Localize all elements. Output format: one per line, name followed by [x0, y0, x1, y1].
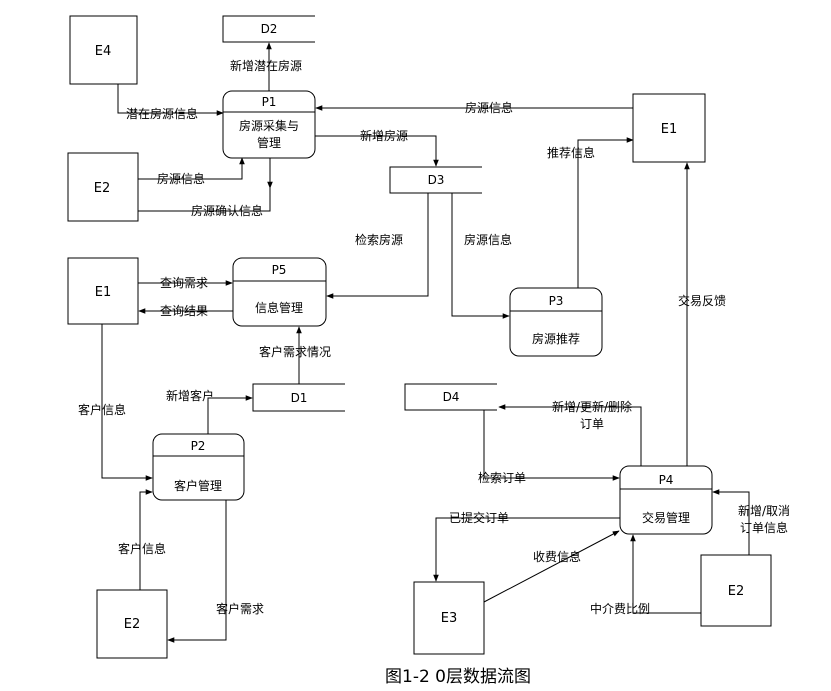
- flow-label-customer-info-e2: 客户信息: [118, 541, 166, 556]
- flow-label-agent-fee-ratio: 中介费比例: [590, 601, 650, 616]
- flow-line-search-listing: [326, 193, 429, 299]
- entity-e3: E3: [413, 581, 485, 655]
- process-p1-name-line1: 房源采集与: [239, 118, 299, 133]
- store-d4: D4: [404, 383, 497, 411]
- flow-label-listing-info-d3: 房源信息: [464, 232, 512, 247]
- flow-label-search-order: 检索订单: [478, 470, 526, 485]
- flow-line-listing-info-d3: [451, 193, 510, 319]
- flow-label-listing-confirm: 房源确认信息: [191, 203, 263, 218]
- flow-line-add-cancel: [712, 489, 750, 555]
- flow-label-new-customer: 新增客户: [166, 388, 214, 403]
- process-p4: P4 交易管理: [619, 465, 713, 535]
- entity-e2-bottom: E2: [96, 589, 168, 659]
- process-p1: P1 房源采集与 管理: [222, 90, 316, 159]
- flow-line-fee-info: [483, 530, 620, 603]
- flow-line-recommend-info: [577, 137, 634, 288]
- flow-label-potential-info: 潜在房源信息: [126, 106, 198, 121]
- flow-label-listing-info-e2: 房源信息: [157, 171, 205, 186]
- store-d2: D2: [222, 15, 315, 43]
- process-p3-name: 房源推荐: [532, 331, 580, 346]
- flow-label-add-cancel-line2: 订单信息: [740, 520, 788, 535]
- flow-line-customer-info-e2: [139, 489, 153, 590]
- flow-line-customer-demand: [167, 500, 227, 643]
- flow-label-trade-feedback: 交易反馈: [678, 293, 726, 308]
- process-p5: P5 信息管理: [232, 257, 327, 327]
- process-p2-name: 客户管理: [174, 478, 222, 493]
- flow-line-new-listing: [315, 135, 439, 167]
- flow-label-submitted-order: 已提交订单: [449, 510, 509, 525]
- entity-e2-bottom-label: E2: [124, 617, 141, 632]
- entity-e1-left: E1: [67, 257, 139, 325]
- store-d3-label: D3: [428, 173, 445, 187]
- flow-label-search-listing: 检索房源: [355, 232, 403, 247]
- entity-e2-right: E2: [700, 554, 772, 627]
- store-d3: D3: [389, 166, 482, 194]
- entity-e3-label: E3: [441, 611, 458, 626]
- flow-line-listing-info-e2: [138, 157, 245, 180]
- process-p2-id: P2: [191, 439, 206, 453]
- flow-label-customer-info-e1: 客户信息: [78, 402, 126, 417]
- flow-line-submitted-order: [433, 517, 620, 582]
- entity-e1-right-label: E1: [661, 122, 678, 137]
- flow-label-new-listing: 新增房源: [360, 128, 408, 143]
- process-p1-name-line2: 管理: [257, 135, 281, 150]
- flow-label-listing-info-e1: 房源信息: [465, 100, 513, 115]
- process-p3-id: P3: [549, 294, 564, 308]
- process-p2: P2 客户管理: [152, 433, 245, 501]
- entity-e2-top: E2: [67, 152, 139, 222]
- entity-e4: E4: [69, 15, 138, 85]
- entity-e1-left-label: E1: [95, 285, 112, 300]
- flow-line-customer-info-e1: [101, 324, 153, 481]
- entity-e2-right-label: E2: [728, 584, 745, 599]
- entity-e1-right: E1: [632, 93, 706, 163]
- flow-label-fee-info: 收费信息: [533, 549, 581, 564]
- flow-label-customer-demand-status: 客户需求情况: [259, 344, 331, 359]
- store-d4-label: D4: [443, 390, 460, 404]
- process-p1-id: P1: [262, 95, 277, 109]
- flow-line-potential-info: [117, 84, 224, 116]
- flow-line-new-customer: [207, 395, 253, 434]
- flow-label-order-ops-line2: 订单: [580, 417, 604, 431]
- store-d1: D1: [252, 383, 345, 412]
- flow-label-add-cancel-line1: 新增/取消: [738, 503, 790, 518]
- flow-label-new-potential: 新增潜在房源: [230, 58, 302, 73]
- flow-label-query-demand: 查询需求: [160, 276, 208, 290]
- flow-label-customer-demand: 客户需求: [216, 601, 264, 616]
- store-d1-label: D1: [291, 391, 308, 405]
- flow-label-query-result: 查询结果: [160, 304, 208, 318]
- process-p5-name: 信息管理: [255, 300, 303, 315]
- flow-line-agent-fee-ratio: [630, 534, 701, 614]
- process-p3: P3 房源推荐: [509, 287, 603, 357]
- flow-label-order-ops-line1: 新增/更新/删除: [552, 399, 632, 414]
- process-p4-name: 交易管理: [642, 510, 690, 525]
- flow-line-order-ops: [498, 404, 642, 466]
- entity-e2-top-label: E2: [94, 181, 111, 196]
- store-d2-label: D2: [261, 22, 278, 36]
- flow-line-search-order: [483, 410, 620, 481]
- flow-label-recommend-info: 推荐信息: [547, 145, 595, 160]
- entity-e4-label: E4: [95, 44, 112, 59]
- process-p4-id: P4: [659, 473, 674, 487]
- figure-caption: 图1-2 0层数据流图: [385, 667, 531, 687]
- process-p5-id: P5: [272, 263, 287, 277]
